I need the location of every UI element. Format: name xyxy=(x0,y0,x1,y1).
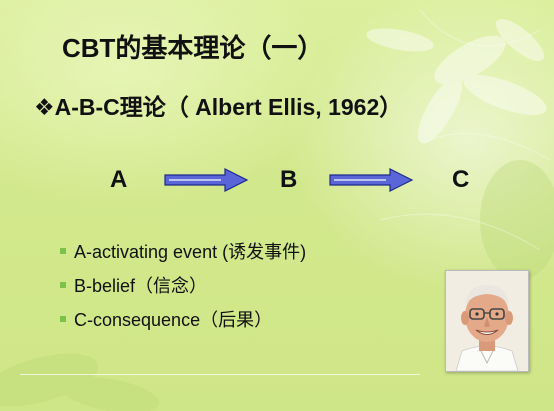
bullet-list: A-activating event (诱发事件) B-belief（信念） C… xyxy=(60,234,306,336)
list-item: C-consequence（后果） xyxy=(60,302,306,336)
list-item: A-activating event (诱发事件) xyxy=(60,234,306,268)
diamond-bullet-icon: ❖ xyxy=(34,94,55,120)
flow-label-c: C xyxy=(452,166,470,193)
bullet-text: C-consequence（后果） xyxy=(74,310,273,330)
arrow-right-icon xyxy=(164,168,249,192)
flow-label-a: A xyxy=(110,166,128,193)
list-item: B-belief（信念） xyxy=(60,268,306,302)
flow-label-b: B xyxy=(280,166,298,193)
divider xyxy=(20,374,420,375)
subtitle-text: A-B-C理论（ Albert Ellis, 1962） xyxy=(54,94,403,120)
bullet-text: B-belief（信念） xyxy=(74,276,208,296)
portrait-photo xyxy=(445,270,529,372)
portrait-icon xyxy=(446,271,528,372)
slide-title: CBT的基本理论（一） xyxy=(62,33,324,63)
square-bullet-icon xyxy=(60,316,66,322)
square-bullet-icon xyxy=(60,282,66,288)
square-bullet-icon xyxy=(60,248,66,254)
arrow-right-icon xyxy=(329,168,414,192)
slide-subtitle: ❖A-B-C理论（ Albert Ellis, 1962） xyxy=(34,88,402,122)
bullet-text: A-activating event (诱发事件) xyxy=(74,242,307,262)
